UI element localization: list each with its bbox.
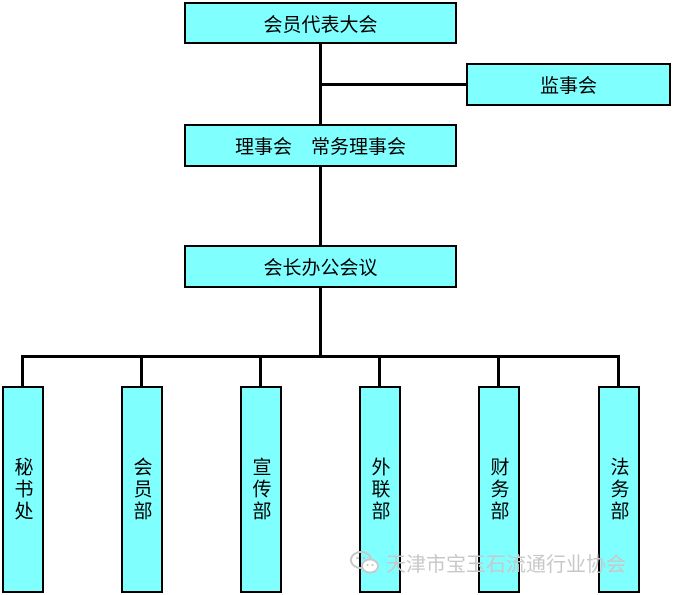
president-meeting-box: 会长办公会议 — [184, 245, 457, 288]
branch-drop-3 — [259, 355, 262, 388]
department-box-membership: 会员部 — [121, 386, 163, 593]
watermark-text: 天津市宝玉石流通行业协会 — [386, 552, 626, 576]
branch-drop-2 — [140, 355, 143, 388]
department-box-secretariat: 秘书处 — [2, 386, 44, 593]
department-box-external: 外联部 — [359, 386, 401, 593]
connector-council-president — [319, 166, 322, 246]
council-label: 理事会 常务理事会 — [234, 136, 406, 158]
council-box: 理事会 常务理事会 — [184, 124, 457, 167]
department-label: 外联部 — [368, 456, 391, 523]
supervisors-label: 监事会 — [539, 75, 597, 97]
supervisors-box: 监事会 — [466, 63, 671, 106]
wechat-icon — [350, 550, 380, 576]
assembly-box: 会员代表大会 — [184, 2, 457, 44]
branch-drop-5 — [497, 355, 500, 388]
department-box-legal: 法务部 — [598, 386, 640, 593]
connector-to-supervisors — [319, 83, 468, 86]
branch-horizontal-line — [21, 355, 620, 358]
department-label: 法务部 — [607, 456, 630, 523]
department-box-finance: 财务部 — [478, 386, 520, 593]
connector-president-branch — [319, 286, 322, 357]
department-box-publicity: 宣传部 — [240, 386, 282, 593]
branch-drop-4 — [378, 355, 381, 388]
department-label: 会员部 — [130, 456, 153, 523]
branch-drop-1 — [21, 355, 24, 388]
watermark: 天津市宝玉石流通行业协会 — [350, 548, 626, 577]
department-label: 秘书处 — [11, 456, 34, 523]
assembly-label: 会员代表大会 — [263, 13, 378, 36]
department-label: 宣传部 — [249, 456, 272, 523]
president-meeting-label: 会长办公会议 — [263, 257, 378, 279]
department-label: 财务部 — [487, 456, 510, 523]
branch-drop-6 — [617, 355, 620, 388]
